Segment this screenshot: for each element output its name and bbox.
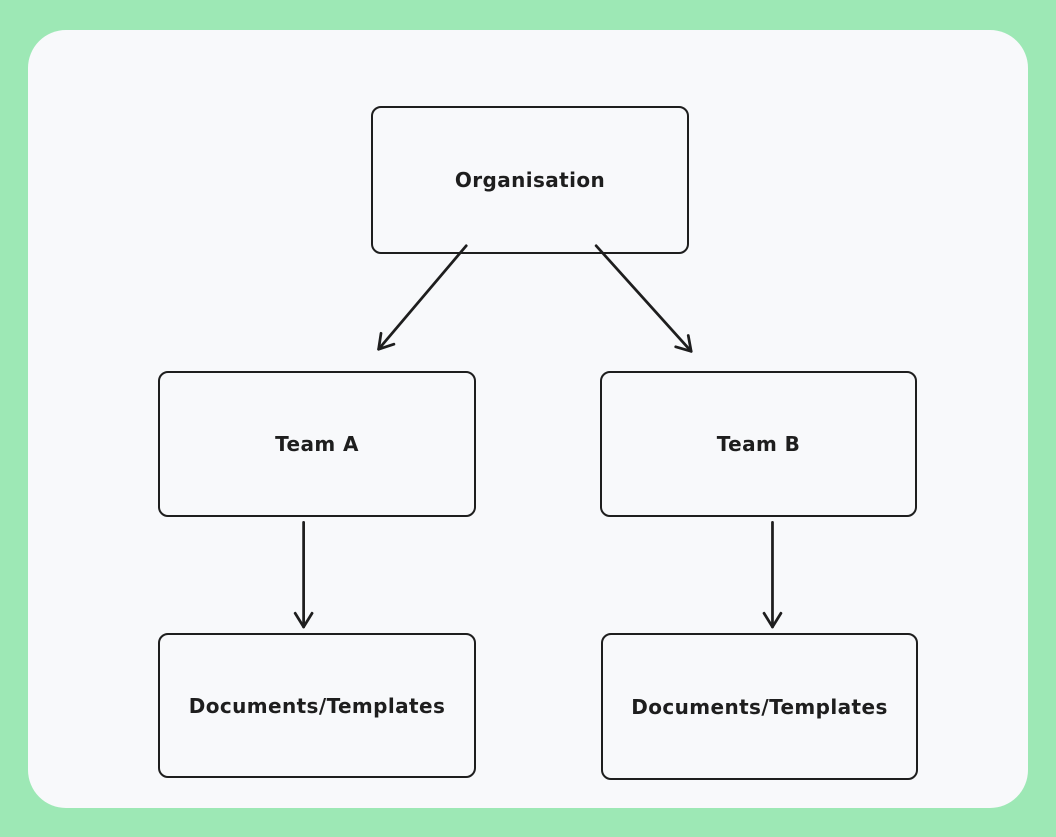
node-organisation[interactable]: Organisation <box>371 106 689 254</box>
node-team-b-label: Team B <box>716 432 801 456</box>
diagram-canvas: Organisation Team A Team B Documents/Tem… <box>28 30 1028 808</box>
node-organisation-label: Organisation <box>454 168 606 192</box>
node-documents-templates-b-label: Documents/Templates <box>631 694 888 719</box>
node-documents-templates-b[interactable]: Documents/Templates <box>601 633 918 780</box>
node-team-a-label: Team A <box>275 432 359 456</box>
node-documents-templates-a[interactable]: Documents/Templates <box>158 633 476 778</box>
edge-organisation-team-a <box>377 244 468 351</box>
edge-organisation-team-b <box>594 244 693 353</box>
node-documents-templates-a-label: Documents/Templates <box>188 693 446 718</box>
node-team-a[interactable]: Team A <box>158 371 476 517</box>
node-team-b[interactable]: Team B <box>600 371 917 517</box>
